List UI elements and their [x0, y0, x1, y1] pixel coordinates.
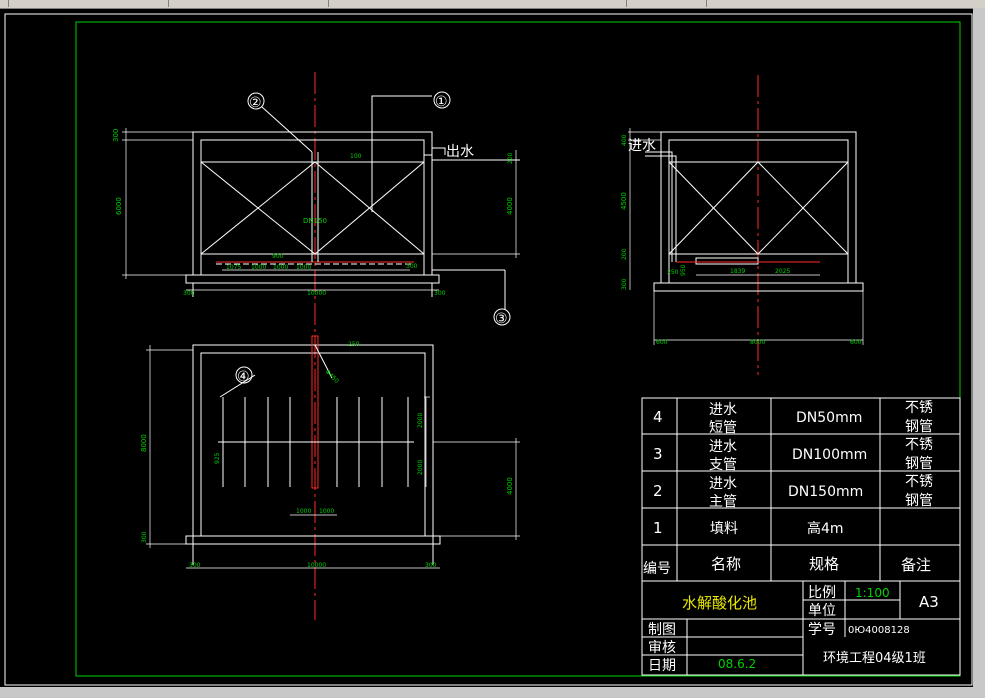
vertical-scrollbar[interactable] — [973, 8, 985, 698]
svg-text:8000: 8000 — [750, 339, 765, 346]
svg-text:100: 100 — [350, 153, 362, 160]
svg-text:900: 900 — [272, 253, 284, 260]
svg-text:比例: 比例 — [808, 585, 836, 601]
svg-text:备注: 备注 — [901, 556, 931, 574]
svg-text:400: 400 — [621, 134, 628, 146]
svg-text:编号: 编号 — [643, 561, 671, 577]
svg-text:300: 300 — [406, 263, 418, 270]
svg-text:不锈: 不锈 — [905, 437, 933, 453]
svg-text:DN150mm: DN150mm — [788, 484, 863, 500]
parts-table: 4 进水 短管 DN50mm 不锈 钢管 3 进水 支管 DN100mm 不锈 … — [641, 397, 961, 582]
svg-text:审核: 审核 — [648, 640, 676, 656]
svg-text:1000: 1000 — [296, 508, 311, 515]
svg-text:2025: 2025 — [775, 268, 790, 275]
svg-text:主管: 主管 — [709, 494, 737, 510]
svg-text:DN150: DN150 — [303, 217, 327, 225]
marker-2 — [247, 92, 265, 110]
svg-text:0Ю4008128: 0Ю4008128 — [848, 625, 910, 636]
outlet-label: 出水 — [446, 144, 474, 160]
svg-text:1075: 1075 — [226, 264, 241, 271]
svg-text:不锈: 不锈 — [905, 400, 933, 416]
svg-text:③: ③ — [495, 311, 508, 327]
svg-text:②: ② — [249, 95, 262, 111]
front-elevation: 出水 ② ① ③ 300 6000 4000 200 100 — [112, 72, 520, 620]
svg-text:Φ450: Φ450 — [324, 368, 341, 385]
svg-text:1000: 1000 — [319, 508, 334, 515]
drawing-frame — [75, 21, 961, 677]
svg-text:2000: 2000 — [417, 413, 424, 428]
svg-text:钢管: 钢管 — [905, 456, 933, 472]
plan-view: ④ 250 Φ450 2000 2000 8000 300 925 1000 1… — [140, 335, 520, 569]
svg-text:200: 200 — [507, 152, 514, 164]
drawing-canvas[interactable]: 出水 ② ① ③ 300 6000 4000 200 100 — [0, 0, 973, 687]
svg-text:单位: 单位 — [808, 603, 836, 619]
svg-text:进水: 进水 — [709, 402, 737, 418]
side-elevation: 进水 400 4500 200 300 950 250 1839 2025 60… — [620, 75, 864, 375]
svg-text:1000: 1000 — [296, 264, 311, 271]
svg-text:950: 950 — [680, 264, 687, 276]
svg-text:短管: 短管 — [709, 420, 737, 436]
svg-text:1000: 1000 — [251, 264, 266, 271]
toolbar-strip — [0, 0, 985, 9]
svg-text:进水: 进水 — [628, 138, 656, 154]
svg-text:日期: 日期 — [648, 658, 676, 674]
svg-text:4000: 4000 — [506, 477, 514, 495]
svg-text:10000: 10000 — [307, 290, 326, 297]
svg-text:DN100mm: DN100mm — [792, 447, 867, 463]
svg-text:名称: 名称 — [711, 555, 741, 573]
svg-text:环境工程04级1班: 环境工程04级1班 — [823, 651, 926, 666]
title-block: 水解酸化池 比例 1:100 单位 A3 学号 0Ю4008128 制图 审核 … — [641, 580, 961, 676]
svg-text:925: 925 — [214, 452, 221, 464]
svg-text:4000: 4000 — [506, 197, 514, 215]
svg-text:4500: 4500 — [620, 192, 628, 210]
svg-text:制图: 制图 — [648, 622, 676, 638]
svg-text:10000: 10000 — [307, 562, 326, 569]
svg-text:300: 300 — [112, 129, 120, 142]
svg-text:进水: 进水 — [709, 476, 737, 492]
svg-text:钢管: 钢管 — [905, 493, 933, 509]
marker-4 — [235, 366, 253, 384]
svg-text:2000: 2000 — [417, 460, 424, 475]
svg-text:①: ① — [435, 94, 448, 110]
svg-text:300: 300 — [621, 278, 628, 290]
horizontal-scrollbar[interactable] — [0, 687, 973, 698]
svg-text:A3: A3 — [919, 593, 939, 611]
svg-text:1: 1 — [653, 519, 663, 537]
svg-text:进水: 进水 — [709, 439, 737, 455]
svg-text:300: 300 — [425, 562, 437, 569]
svg-text:300: 300 — [141, 531, 148, 543]
svg-text:1000: 1000 — [273, 264, 288, 271]
svg-text:填料: 填料 — [710, 521, 738, 537]
svg-text:300: 300 — [189, 562, 201, 569]
svg-text:1839: 1839 — [730, 268, 745, 275]
svg-text:250: 250 — [667, 269, 679, 276]
svg-text:不锈: 不锈 — [905, 474, 933, 490]
svg-text:8000: 8000 — [140, 434, 148, 452]
svg-text:600: 600 — [656, 339, 668, 346]
svg-text:4: 4 — [653, 408, 663, 426]
svg-text:④: ④ — [237, 369, 250, 385]
sheet-border — [4, 13, 973, 686]
svg-text:250: 250 — [348, 341, 360, 348]
svg-text:6000: 6000 — [115, 197, 123, 215]
svg-text:1:100: 1:100 — [855, 586, 890, 600]
svg-text:08.6.2: 08.6.2 — [718, 657, 756, 671]
svg-text:300: 300 — [183, 290, 195, 297]
svg-text:学号: 学号 — [808, 622, 836, 638]
svg-text:钢管: 钢管 — [905, 419, 933, 435]
svg-text:支管: 支管 — [709, 457, 737, 473]
svg-text:200: 200 — [621, 248, 628, 260]
svg-text:300: 300 — [434, 290, 446, 297]
svg-text:DN50mm: DN50mm — [796, 410, 862, 426]
marker-1 — [433, 91, 451, 109]
drawing-name: 水解酸化池 — [682, 594, 757, 612]
svg-text:2: 2 — [653, 482, 663, 500]
svg-text:600: 600 — [850, 339, 862, 346]
svg-text:3: 3 — [653, 445, 663, 463]
svg-text:高4m: 高4m — [807, 520, 844, 537]
svg-text:规格: 规格 — [809, 555, 839, 573]
marker-3 — [493, 308, 511, 326]
